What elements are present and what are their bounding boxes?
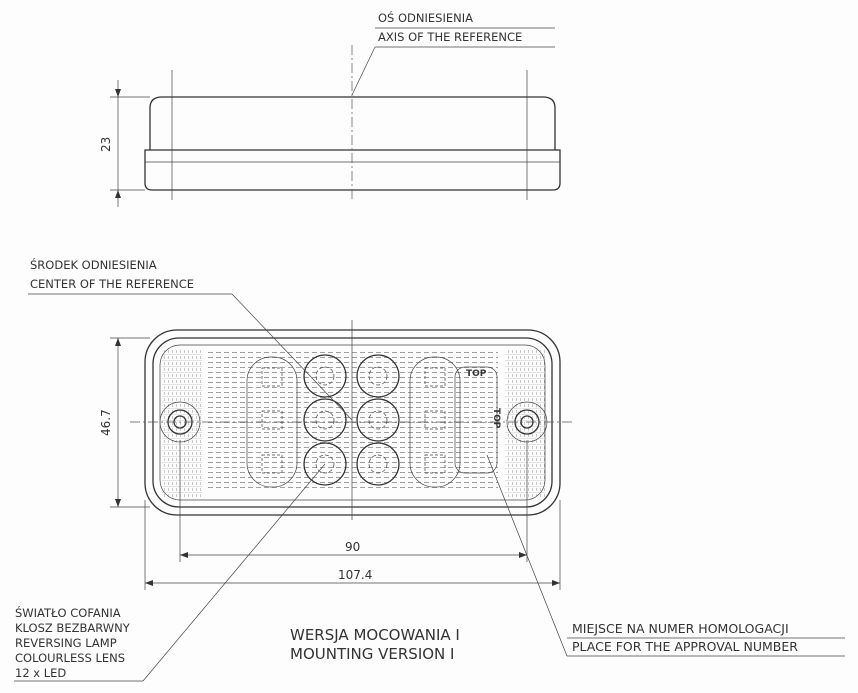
- front-view: [14, 293, 845, 682]
- mounting-version-en: MOUNTING VERSION I: [290, 645, 455, 663]
- height-dim-front: 46.7: [99, 409, 113, 436]
- approval-label-pl: MIEJSCE NA NUMER HOMOLOGACJI: [572, 621, 789, 636]
- axis-label-en: AXIS OF THE REFERENCE: [378, 30, 523, 44]
- width-dim: 107.4: [338, 568, 373, 582]
- axis-label-pl: OŚ ODNIESIENIA: [378, 11, 473, 25]
- lamp-note: ŚWIATŁO COFANIA KLOSZ BEZBARWNY REVERSIN…: [15, 606, 130, 681]
- lamp-note-line: 12 x LED: [15, 666, 67, 680]
- top-mark-rotated: TOP: [491, 408, 501, 429]
- lamp-note-line: COLOURLESS LENS: [15, 651, 126, 665]
- mounting-version-pl: WERSJA MOCOWANIA I: [290, 626, 460, 644]
- side-view: [110, 27, 561, 207]
- lamp-note-line: ŚWIATŁO COFANIA: [15, 606, 121, 620]
- center-label-pl: ŚRODEK ODNIESIENIA: [30, 258, 157, 272]
- approval-label-en: PLACE FOR THE APPROVAL NUMBER: [572, 639, 798, 654]
- lamp-note-line: KLOSZ BEZBARWNY: [15, 621, 130, 635]
- hole-spacing-dim: 90: [345, 540, 361, 554]
- lens-squares: [261, 367, 446, 474]
- height-dim-side: 23: [99, 136, 113, 152]
- led-array: [303, 354, 400, 486]
- center-label-en: CENTER OF THE REFERENCE: [30, 277, 195, 291]
- lamp-note-line: REVERSING LAMP: [15, 636, 117, 650]
- top-mark: TOP: [466, 369, 487, 379]
